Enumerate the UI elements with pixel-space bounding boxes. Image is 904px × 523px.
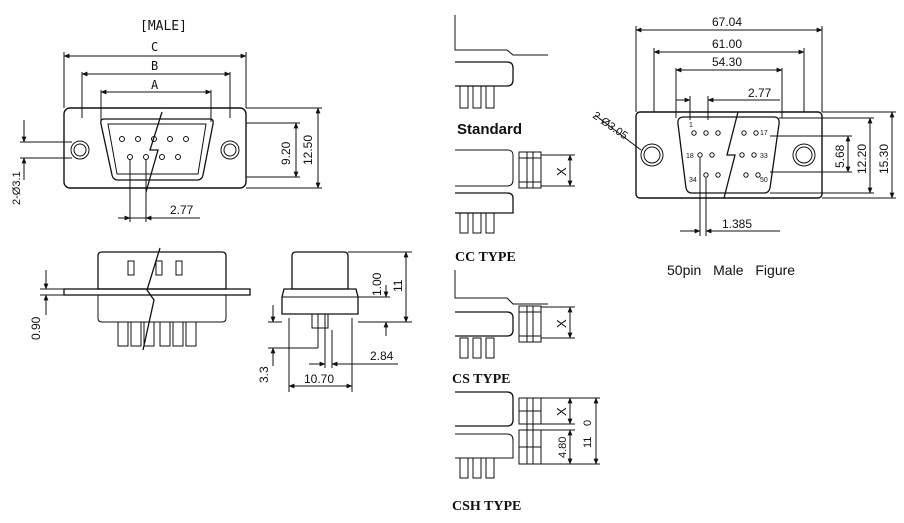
pin50-label-1: 1 [689, 122, 693, 129]
end-dim-1070-label: 10.70 [304, 372, 334, 386]
side-view: 0.90 [29, 247, 251, 351]
pin50-dim-277-label: 2.77 [748, 86, 772, 100]
front-flange [63, 107, 247, 189]
pin50-d-shell [677, 116, 780, 194]
gender-label: [MALE] [140, 19, 187, 34]
cs-x-label: X [554, 319, 569, 328]
dim-a-label: A [151, 78, 159, 92]
front-d-shell [100, 118, 214, 181]
cc-variant: X CC TYPE [455, 149, 575, 265]
dim-277-label: 2.77 [170, 203, 194, 217]
csh-x-label: X [554, 407, 569, 416]
dim-1530-label: 15.30 [877, 144, 891, 174]
pin50-flange [635, 111, 823, 199]
pin50-label-50: 50 [760, 177, 768, 184]
side-flange [63, 288, 251, 296]
dim-1250-label: 12.50 [301, 135, 315, 165]
dim-b-label: B [151, 59, 158, 73]
dim-5430-label: 54.30 [712, 55, 742, 69]
standard-variant: Standard [454, 15, 548, 138]
pin50-label-18: 18 [686, 153, 694, 160]
type-variants: Standard X CC TYPE X CS TYPE [452, 15, 600, 514]
dim-920-label: 9.20 [279, 141, 293, 165]
end-shell [291, 251, 349, 290]
front-pins [119, 136, 189, 160]
pin50-label-33: 33 [760, 153, 768, 160]
end-dim-33-label: 3.3 [257, 366, 271, 383]
dim-c-label: C [151, 40, 158, 54]
csh-variant: X 4.80 0 11 CSH TYPE [452, 391, 600, 514]
cs-variant: X CS TYPE [452, 270, 575, 387]
dim-hole-label: 2-Ø3.1 [11, 171, 23, 205]
pin50-hole-right [792, 143, 816, 167]
standard-label: Standard [457, 121, 522, 138]
csh-type-label: CSH TYPE [452, 499, 521, 514]
pin50-caption: 50pin Male Figure [667, 262, 795, 278]
end-dim-100-label: 1.00 [370, 272, 384, 296]
end-view: 1.00 11 3.3 10.70 2.84 [257, 251, 412, 392]
dim-1385-label: 1.385 [722, 217, 752, 231]
mount-hole-right [220, 140, 240, 160]
end-dim-11-label: 11 [391, 279, 405, 292]
pin50-hole-label: 2-Ø3.05 [590, 110, 629, 143]
pin50-label-17: 17 [760, 130, 768, 137]
front-view: [MALE] C B A [11, 19, 322, 222]
side-pins [117, 321, 197, 347]
csh-dim-0-label: 0 [582, 420, 594, 426]
dim-6704-label: 67.04 [712, 15, 742, 29]
dim-1220-label: 12.20 [855, 144, 869, 174]
pin50-label-34: 34 [689, 177, 697, 184]
pin50-hole-left [640, 143, 664, 167]
csh-dim-48-label: 4.80 [557, 437, 569, 458]
front-break-line [145, 111, 163, 193]
csh-dim-11-label: 11 [582, 437, 594, 448]
pin50-pins [691, 130, 761, 178]
cc-x-label: X [554, 167, 569, 176]
mount-hole-left [70, 140, 90, 160]
pin50-figure: 67.04 61.00 54.30 2.77 1 17 18 33 34 50 … [590, 15, 896, 278]
cc-type-label: CC TYPE [455, 250, 516, 265]
dim-6100-label: 61.00 [712, 37, 742, 51]
end-dim-284-label: 2.84 [370, 349, 394, 363]
cs-type-label: CS TYPE [452, 372, 510, 387]
dim-568-label: 5.68 [833, 144, 847, 168]
dim-090-label: 0.90 [29, 316, 43, 340]
